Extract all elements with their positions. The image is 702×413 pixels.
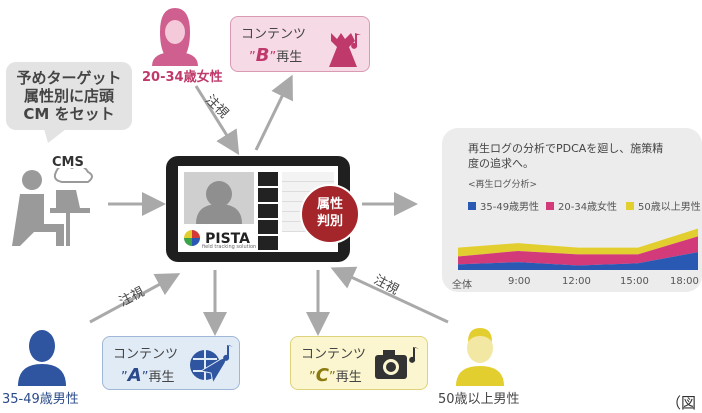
area-series-0 — [458, 252, 698, 270]
content-c-quote-close: ” — [328, 370, 336, 385]
x-tick: 18:00 — [670, 276, 699, 287]
face-photo — [184, 172, 254, 224]
setup-line-2: 属性別に店頭 — [23, 87, 114, 105]
globe-plane-icon — [190, 345, 233, 385]
area-chart — [458, 228, 698, 270]
content-b-suffix: 再生 — [276, 50, 303, 65]
chart-subtitle: <再生ログ分析> — [468, 180, 538, 190]
arrow-female-gaze — [194, 85, 240, 156]
content-c-card: コンテンツ ”C”再生 — [290, 336, 428, 390]
legend-label: 20-34歳女性 — [558, 202, 618, 213]
content-c-prefix: コンテンツ — [301, 347, 367, 362]
figure-caption: （図 — [666, 394, 697, 412]
female-avatar-icon — [152, 8, 198, 66]
pista-logo: PISTA — [184, 228, 250, 247]
content-a-quote-close: ” — [141, 370, 149, 385]
content-c-quote-open: ” — [309, 370, 316, 385]
content-a-letter: A — [127, 365, 142, 386]
content-c-letter: C — [315, 365, 329, 386]
x-tick: 15:00 — [620, 276, 649, 287]
male-mid-avatar-icon — [18, 330, 66, 386]
dress-icon — [329, 33, 361, 67]
pista-logo-icon — [184, 230, 200, 246]
x-tick: 12:00 — [562, 276, 591, 287]
arrow-to-content-b — [254, 74, 293, 151]
pista-logo-text: PISTA — [205, 231, 250, 247]
content-a-prefix: コンテンツ — [113, 347, 179, 362]
content-b-card: コンテンツ ”B”再生 — [230, 16, 370, 72]
legend-swatch — [546, 202, 554, 210]
legend-label: 50歳以上男性 — [638, 202, 701, 213]
content-a-quote-open: ” — [121, 370, 128, 385]
setup-bubble: 予めターゲット 属性別に店頭 CM をセット — [6, 62, 132, 130]
content-b-quote-open: ” — [249, 50, 256, 65]
legend-item: 50歳以上男性 — [626, 198, 701, 213]
cms-label: CMS — [52, 155, 84, 170]
arrow-senior-gaze — [330, 266, 449, 324]
content-a-suffix: 再生 — [148, 370, 175, 385]
analysis-desc-line-2: 度の追求へ。 — [468, 157, 534, 170]
pista-logo-subtitle: field tracking solution — [202, 244, 257, 250]
legend-item: 35-49歳男性 — [468, 198, 539, 213]
area-series-2 — [458, 228, 698, 257]
content-b-prefix: コンテンツ — [241, 27, 307, 42]
x-tick: 全体 — [452, 280, 472, 291]
content-a-card: コンテンツ ”A”再生 — [102, 336, 240, 390]
attribute-badge-line-2: 判別 — [316, 214, 343, 229]
legend-swatch — [626, 202, 634, 210]
content-c-suffix: 再生 — [335, 370, 362, 385]
arrow-male-mid-gaze — [89, 273, 181, 324]
content-b-quote-close: ” — [269, 50, 277, 65]
content-b-letter: B — [255, 45, 270, 66]
male-senior-label: 50歳以上男性 — [438, 392, 520, 407]
bubble-tail — [44, 129, 66, 143]
legend-label: 35-49歳男性 — [480, 202, 540, 213]
female-label: 20-34歳女性 — [142, 70, 223, 85]
attribute-badge: 属性 判別 — [300, 184, 360, 244]
x-tick: 9:00 — [508, 276, 531, 287]
legend-item: 20-34歳女性 — [546, 198, 617, 213]
setup-line-1: 予めターゲット — [16, 69, 122, 87]
male-mid-label: 35-49歳男性 — [2, 392, 79, 407]
cms-operator-icon — [12, 168, 93, 246]
analysis-panel: 再生ログの分析でPDCAを廻し、施策精 度の追求へ。 <再生ログ分析> 35-4… — [442, 128, 702, 292]
setup-line-3: CM をセット — [23, 105, 115, 123]
legend-swatch — [468, 202, 476, 210]
analysis-desc-line-1: 再生ログの分析でPDCAを廻し、施策精 — [468, 142, 664, 155]
tablet-menu — [258, 172, 278, 252]
male-senior-avatar-icon — [456, 328, 504, 386]
face-silhouette-icon — [196, 181, 242, 224]
camera-icon — [375, 347, 419, 379]
attribute-badge-line-1: 属性 — [316, 197, 343, 212]
area-series-1 — [458, 236, 698, 266]
